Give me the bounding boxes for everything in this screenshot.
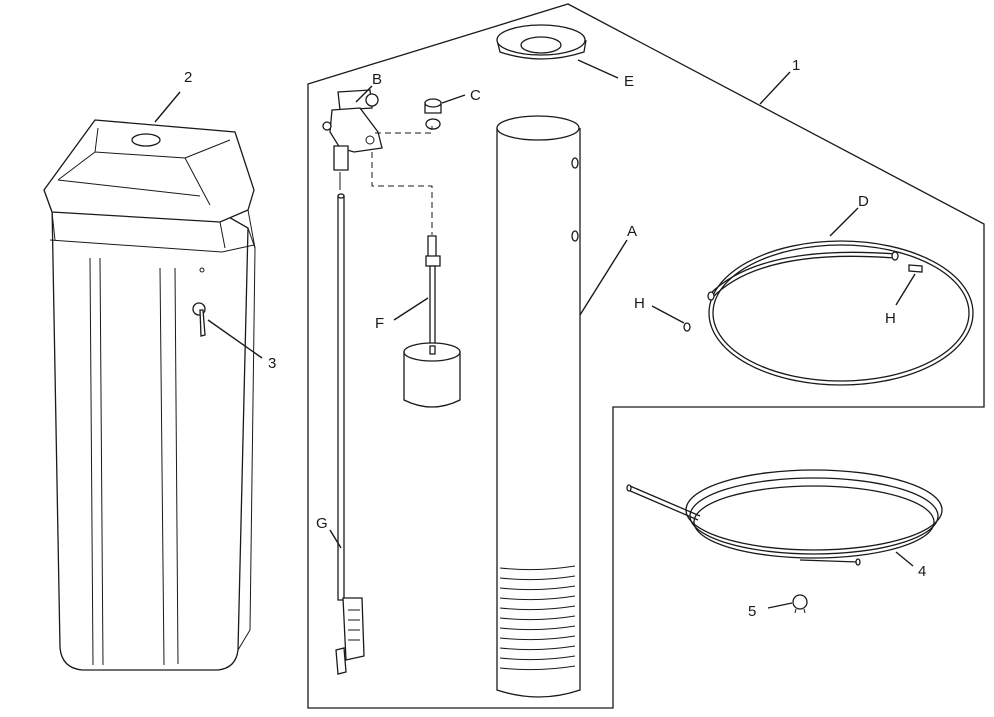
- brine-rod: [335, 193, 365, 675]
- leader-b: [355, 85, 373, 103]
- leader-3: [207, 319, 263, 359]
- callout-h-left: H: [634, 295, 645, 312]
- leader-f: [393, 297, 429, 321]
- callout-b: B: [372, 71, 382, 88]
- clamp: [792, 594, 808, 614]
- callout-5: 5: [748, 603, 756, 620]
- leader-e: [577, 59, 619, 79]
- leader-h-left: [651, 305, 685, 324]
- float-assembly: [403, 235, 461, 408]
- callout-d: D: [858, 193, 869, 210]
- leader-h-right: [895, 273, 916, 306]
- brine-well-slots: [499, 565, 576, 671]
- callout-4: 4: [918, 563, 926, 580]
- leader-a: [579, 239, 628, 316]
- grommet: [424, 98, 442, 130]
- leader-1: [759, 71, 791, 105]
- callout-e: E: [624, 73, 634, 90]
- callout-g: G: [316, 515, 328, 532]
- kit-outline: [307, 3, 985, 709]
- insert-left: [683, 322, 691, 332]
- leader-2: [154, 91, 181, 123]
- insert-right: [908, 264, 923, 273]
- leader-d: [829, 207, 859, 237]
- leader-g: [329, 529, 342, 549]
- callout-f: F: [375, 315, 384, 332]
- tube-coil: [707, 240, 974, 386]
- callout-1: 1: [792, 57, 800, 74]
- callout-3: 3: [268, 355, 276, 372]
- float-valve: [322, 89, 383, 190]
- assembly-guide-line: [371, 126, 433, 235]
- callout-h-right: H: [885, 310, 896, 327]
- well-cap: [496, 24, 587, 60]
- callout-c: C: [470, 87, 481, 104]
- callout-2: 2: [184, 69, 192, 86]
- brine-well: [496, 115, 581, 698]
- callout-a: A: [627, 223, 637, 240]
- leader-4: [895, 551, 914, 567]
- tubing-coil: [626, 469, 943, 566]
- leader-c: [441, 94, 466, 104]
- salt-cabinet: [43, 119, 256, 671]
- leader-5: [767, 602, 793, 609]
